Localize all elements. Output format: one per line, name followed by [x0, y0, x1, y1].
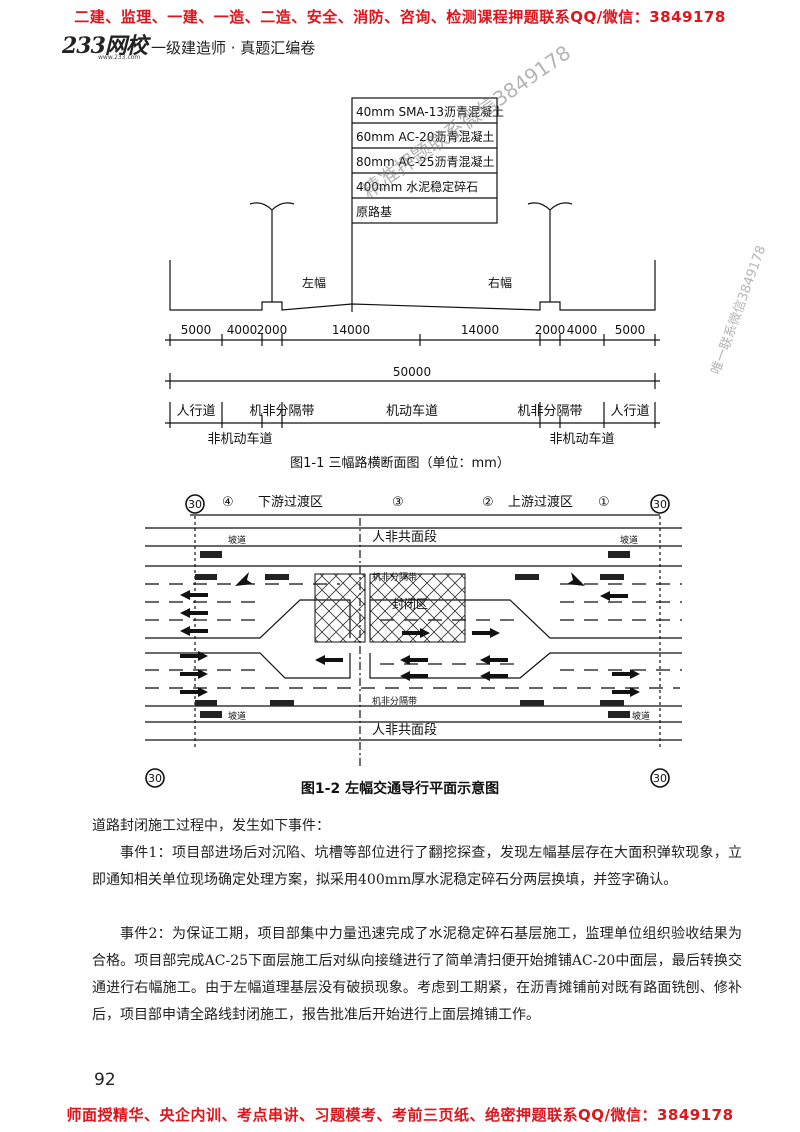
- shared-section-label: 人非共面段: [372, 723, 437, 738]
- zone-motor-lane: 机动车道: [386, 403, 438, 419]
- station-marker: [145, 768, 165, 788]
- lane-mark: [600, 700, 624, 706]
- station-marker: [650, 494, 670, 514]
- dim-label: 4000: [227, 323, 258, 337]
- figure2-caption: 图1-2 左幅交通导行平面示意图: [300, 781, 500, 797]
- layer-2: 60mm AC-20沥青混凝土: [356, 129, 494, 144]
- dim-label: 2000: [535, 323, 566, 337]
- dim-label: 5000: [181, 323, 212, 337]
- arrow-left: [480, 655, 508, 665]
- arrow-left: [600, 591, 628, 601]
- total-width-label: 50000: [393, 365, 431, 379]
- arrow-left: [400, 671, 428, 681]
- lane-mark: [270, 700, 294, 706]
- intro-paragraph: 道路封闭施工过程中，发生如下事件：: [92, 818, 330, 834]
- road-profile: [169, 260, 656, 311]
- zone-4-marker: ④: [222, 495, 234, 510]
- zone-separator-left: 机非分隔带: [249, 404, 314, 419]
- arrow-left: [400, 655, 428, 665]
- right-carriageway-label: 右幅: [488, 275, 512, 290]
- dim-label: 4000: [567, 323, 598, 337]
- lane-mark: [520, 700, 544, 706]
- arrow-right: [612, 687, 640, 697]
- arrow-left: [180, 626, 208, 636]
- zone-sidewalk-left: 人行道: [176, 404, 215, 419]
- closed-zone-label: 封闭区: [392, 597, 428, 611]
- layer-5: 原路基: [356, 204, 392, 219]
- event2-paragraph: 事件2：为保证工期，项目部集中力量迅速完成了水泥稳定碎石基层施工，监理单位组织验…: [92, 926, 742, 1023]
- arrow-right: [472, 628, 500, 638]
- arrow-right: [180, 669, 208, 679]
- station-marker: [185, 494, 205, 514]
- ramp-mark: [608, 551, 630, 558]
- zone-sidewalk-right: 人行道: [610, 404, 649, 419]
- arrow-right: [180, 651, 208, 661]
- lane-mark: [195, 700, 217, 706]
- ramp-label: 坡道: [228, 534, 246, 546]
- arrow-right: [612, 669, 640, 679]
- ramp-mark: [200, 551, 222, 558]
- downstream-transition-label: 下游过渡区: [258, 494, 323, 510]
- arrow-left: [315, 655, 343, 665]
- upstream-transition-label: 上游过渡区: [508, 494, 573, 510]
- arrow-right: [402, 628, 430, 638]
- layer-3: 80mm AC-25沥青混凝土: [356, 154, 494, 169]
- dim-label: 5000: [615, 323, 646, 337]
- figure1-cross-section: 40mm SMA-13沥青混凝土 60mm AC-20沥青混凝土 80mm AC…: [165, 97, 660, 447]
- arrow-diagonal: [235, 572, 253, 586]
- zone-nonmotor-left: 非机动车道: [207, 431, 272, 447]
- ramp-label: 坡道: [620, 534, 638, 546]
- dim-label: 2000: [257, 323, 288, 337]
- lane-mark: [600, 574, 624, 580]
- zone-3-marker: ③: [392, 495, 404, 510]
- arrow-right: [180, 687, 208, 697]
- bottom-banner: 师面授精华、央企内训、考点串讲、习题模考、考前三页纸、绝密押题联系QQ/微信：3…: [66, 1106, 734, 1124]
- figure1-caption: 图1-1 三幅路横断面图（单位：mm）: [290, 456, 510, 471]
- layer-1: 40mm SMA-13沥青混凝土: [356, 104, 504, 119]
- layer-table: [351, 97, 498, 224]
- separator-label: 机非分隔带: [372, 695, 417, 707]
- separator-label: 机非分隔带: [372, 571, 417, 583]
- arrow-left: [480, 671, 508, 681]
- left-carriageway-label: 左幅: [302, 275, 326, 290]
- zone-nonmotor-right: 非机动车道: [549, 431, 614, 447]
- zone-separator-right: 机非分隔带: [517, 404, 582, 419]
- closed-zone-hatch: [314, 573, 366, 643]
- station-label: 30: [148, 772, 162, 785]
- ramp-label: 坡道: [632, 710, 650, 722]
- ramp-mark: [200, 711, 222, 718]
- arrow-diagonal: [567, 572, 585, 586]
- page-number: 92: [94, 1070, 116, 1090]
- layer-4: 400mm 水泥稳定碎石: [356, 179, 478, 194]
- closed-zone-hatch: [369, 573, 466, 643]
- dim-label: 14000: [332, 323, 370, 337]
- lane-mark: [265, 574, 289, 580]
- station-marker: [650, 768, 670, 788]
- event1-paragraph: 事件1：项目部进场后对沉陷、坑槽等部位进行了翻挖探查，发现左幅基层存在大面积弹软…: [92, 845, 742, 888]
- arrow-left: [180, 590, 208, 600]
- arrow-left: [180, 608, 208, 618]
- ramp-mark: [608, 711, 630, 718]
- dim-label: 14000: [461, 323, 499, 337]
- brand-header: 233网校 一级建造师 · 真题汇编卷 www.233.com: [62, 28, 316, 61]
- ramp-label: 坡道: [228, 710, 246, 722]
- brand-logo: 233网校: [62, 33, 148, 59]
- lane-mark: [195, 574, 217, 580]
- station-label: 30: [653, 498, 667, 511]
- brand-subtitle: 一级建造师 · 真题汇编卷: [150, 39, 316, 57]
- lane-mark: [515, 574, 539, 580]
- zone-1-marker: ①: [598, 495, 610, 510]
- shared-section-label: 人非共面段: [372, 530, 437, 545]
- station-label: 30: [188, 498, 202, 511]
- figure2-traffic-plan: 30 30 30 30 ④ 下游过渡区 ③ ② 上游过渡区 ① 人非共面段 人非…: [145, 494, 682, 788]
- zone-2-marker: ②: [482, 495, 494, 510]
- station-label: 30: [653, 772, 667, 785]
- brand-url: www.233.com: [98, 54, 141, 61]
- top-banner: 二建、监理、一建、一造、二造、安全、消防、咨询、检测课程押题联系QQ/微信：38…: [74, 8, 726, 26]
